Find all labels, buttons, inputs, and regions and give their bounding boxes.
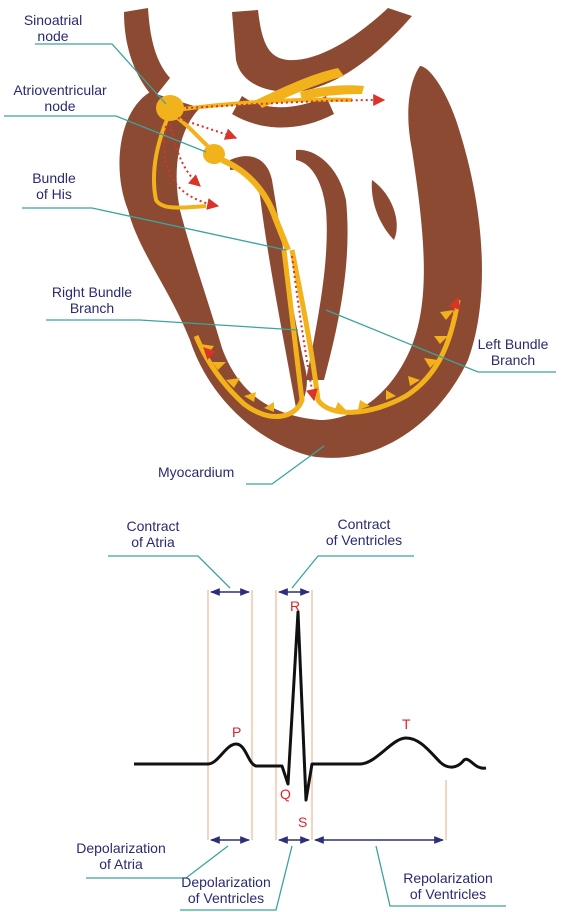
wave-s-label: S <box>298 814 307 830</box>
sa-node-label-line1: Sinoatrial <box>20 12 86 28</box>
right-bundle-label: Right Bundle Branch <box>44 284 140 316</box>
contract-atria-label-line1: Contract <box>108 518 198 534</box>
repol-ventricles-label-line2: of Ventricles <box>390 886 506 902</box>
contract-ventricles-label-line1: Contract <box>312 516 416 532</box>
sa-node-label-line2: node <box>20 28 86 44</box>
contract-ventricles-label-line2: of Ventricles <box>312 532 416 548</box>
right-bundle-label-line2: Branch <box>44 300 140 316</box>
left-bundle-label: Left Bundle Branch <box>470 336 556 368</box>
wave-r-label: R <box>290 598 300 614</box>
bundle-his-label: Bundle of His <box>24 170 84 202</box>
wave-p-label: P <box>232 724 241 740</box>
wave-t-label: T <box>402 716 411 732</box>
wave-q-label: Q <box>280 786 291 802</box>
interval-guides <box>208 590 446 840</box>
mitral-flap <box>372 180 397 240</box>
heart-illustration <box>119 8 482 458</box>
depol-ventricles-label-line2: of Ventricles <box>168 890 284 906</box>
ecg-trace <box>134 612 486 800</box>
depol-atria-label-line2: of Atria <box>66 856 176 872</box>
ecg-diagram <box>134 590 486 840</box>
depol-atria-label-line1: Depolarization <box>66 840 176 856</box>
repol-ventricles-label: Repolarization of Ventricles <box>390 870 506 902</box>
right-bundle-label-line1: Right Bundle <box>44 284 140 300</box>
depol-ventricles-label-line1: Depolarization <box>168 874 284 890</box>
depol-ventricles-label: Depolarization of Ventricles <box>168 874 284 906</box>
av-node-label-line1: Atrioventricular <box>2 82 118 98</box>
bundle-his-label-line1: Bundle <box>24 170 84 186</box>
av-node-label: Atrioventricular node <box>2 82 118 114</box>
contract-atria-label: Contract of Atria <box>108 518 198 550</box>
repol-ventricles-label-line1: Repolarization <box>390 870 506 886</box>
av-node-label-line2: node <box>2 98 118 114</box>
left-bundle-label-line2: Branch <box>470 352 556 368</box>
superior-vena-cava <box>124 8 170 98</box>
sa-node-label: Sinoatrial node <box>20 12 86 44</box>
depol-atria-label: Depolarization of Atria <box>66 840 176 872</box>
contract-atria-label-line2: of Atria <box>108 534 198 550</box>
left-bundle-label-line1: Left Bundle <box>470 336 556 352</box>
bundle-his-label-line2: of His <box>24 186 84 202</box>
contract-ventricles-label: Contract of Ventricles <box>312 516 416 548</box>
myocardium-label: Myocardium <box>158 464 234 480</box>
